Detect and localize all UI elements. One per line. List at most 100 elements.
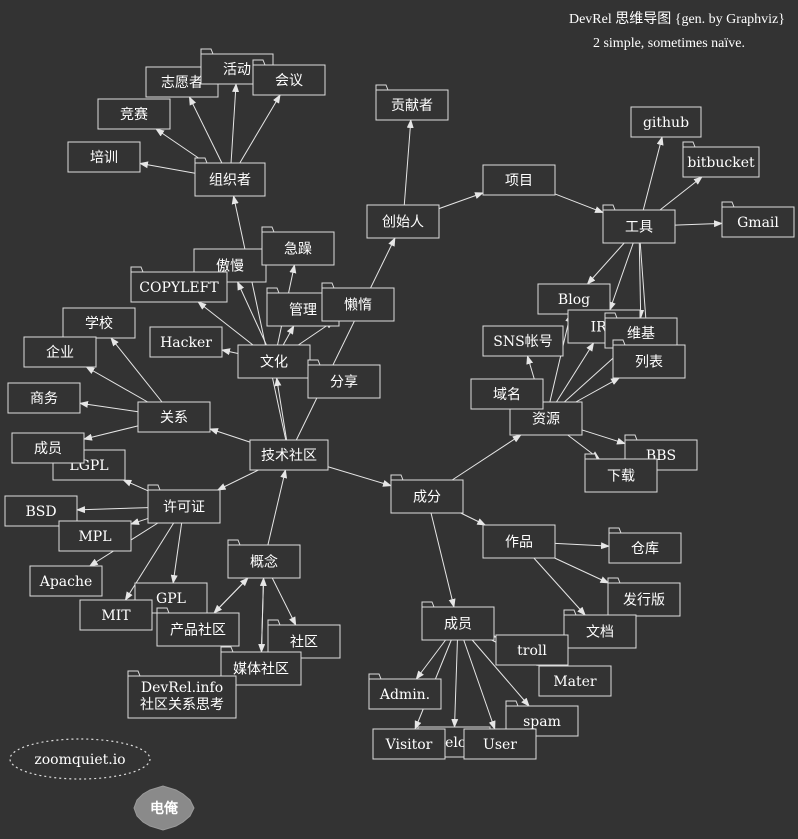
node-github[interactable]: github xyxy=(630,106,702,138)
edge-tools-to-gmail xyxy=(674,220,723,228)
edge-tech_community-to-culture xyxy=(274,377,288,441)
node-gmail[interactable]: Gmail xyxy=(721,201,795,238)
node-founder[interactable]: 创始人 xyxy=(366,204,440,239)
edge-tools-to-bitbucket xyxy=(659,176,703,211)
edge-license-to-mit xyxy=(124,522,175,601)
node-copyleft[interactable]: COPYLEFT xyxy=(130,266,228,303)
node-culture[interactable]: 文化 xyxy=(237,344,311,379)
node-contest[interactable]: 竞赛 xyxy=(97,98,171,130)
node-troll[interactable]: troll xyxy=(495,634,569,666)
node-box xyxy=(463,728,537,760)
node-download[interactable]: 下载 xyxy=(584,453,658,493)
node-label: SNS帐号 xyxy=(493,334,552,350)
edge-relation-to-school xyxy=(110,337,163,403)
edge-culture-to-manage xyxy=(282,325,295,346)
edge-tech_community-to-component xyxy=(327,466,392,487)
node-lazy[interactable]: 懒惰 xyxy=(321,282,395,322)
node-works[interactable]: 作品 xyxy=(482,524,556,559)
edge-organizer-to-training xyxy=(139,161,196,174)
node-hacker[interactable]: Hacker xyxy=(149,326,223,358)
node-contributor[interactable]: 贡献者 xyxy=(375,84,449,121)
edge-organizer-to-activity xyxy=(230,83,240,164)
edge-relation-to-enterprise xyxy=(85,366,148,403)
node-label: bitbucket xyxy=(687,155,755,171)
node-project[interactable]: 项目 xyxy=(482,164,556,196)
node-box xyxy=(495,634,569,666)
edge-license-to-gpl xyxy=(170,522,183,584)
node-box xyxy=(321,287,395,322)
folder-tab-icon xyxy=(130,266,144,273)
node-apache[interactable]: Apache xyxy=(29,565,103,597)
node-box xyxy=(482,524,556,559)
node-box xyxy=(584,458,658,493)
node-label: 仓库 xyxy=(631,541,659,557)
folder-tab-icon xyxy=(368,673,382,680)
node-bitbucket[interactable]: bitbucket xyxy=(682,141,760,178)
node-enterprise[interactable]: 企业 xyxy=(23,336,97,368)
node-box xyxy=(630,106,702,138)
gear-icon xyxy=(133,785,195,831)
edge-members-to-spam xyxy=(471,639,530,707)
title-line-2: 2 simple, sometimes naïve. xyxy=(593,36,745,51)
node-box xyxy=(67,141,141,173)
node-label: 培训 xyxy=(90,150,118,166)
dianyan-gear-badge[interactable]: 电俺 xyxy=(133,785,195,831)
node-training[interactable]: 培训 xyxy=(67,141,141,173)
node-documentation[interactable]: 文档 xyxy=(563,609,637,649)
node-label: 竞赛 xyxy=(120,106,148,123)
node-distribution[interactable]: 发行版 xyxy=(607,577,681,617)
node-mailing-list[interactable]: 列表 xyxy=(612,339,686,379)
node-admin[interactable]: Admin. xyxy=(368,673,442,710)
node-impatient[interactable]: 急躁 xyxy=(261,226,335,266)
folder-tab-icon xyxy=(584,453,598,460)
node-label: 下载 xyxy=(607,469,635,485)
node-members[interactable]: 成员 xyxy=(421,601,495,641)
node-relation[interactable]: 关系 xyxy=(137,401,211,433)
node-share[interactable]: 分享 xyxy=(307,359,381,399)
node-user[interactable]: User xyxy=(463,728,537,760)
edge-tools-to-blog xyxy=(586,242,625,285)
node-box xyxy=(682,146,760,178)
node-meeting[interactable]: 会议 xyxy=(252,59,326,96)
node-organizer[interactable]: 组织者 xyxy=(194,157,266,197)
node-mit[interactable]: MIT xyxy=(79,599,153,631)
node-tools[interactable]: 工具 xyxy=(602,204,676,244)
edge-members-to-admin xyxy=(415,639,446,680)
folder-tab-icon xyxy=(127,670,141,677)
node-repository[interactable]: 仓库 xyxy=(608,527,682,564)
node-mpl[interactable]: MPL xyxy=(58,520,132,552)
zoomquiet-label: zoomquiet.io xyxy=(34,752,125,768)
folder-tab-icon xyxy=(375,84,389,91)
node-mater[interactable]: Mater xyxy=(538,665,612,697)
node-blog[interactable]: Blog xyxy=(537,283,611,315)
node-sns[interactable]: SNS帐号 xyxy=(482,325,564,357)
node-business[interactable]: 商务 xyxy=(7,382,81,414)
node-license[interactable]: 许可证 xyxy=(147,484,221,524)
node-box xyxy=(149,326,223,358)
folder-tab-icon xyxy=(624,434,638,441)
node-label: 傲慢 xyxy=(216,258,244,275)
node-product-community[interactable]: 产品社区 xyxy=(156,607,240,647)
edge-culture-to-arrogant xyxy=(237,281,267,346)
zoomquiet-badge[interactable]: zoomquiet.io xyxy=(9,738,151,780)
node-label: Admin. xyxy=(379,687,430,703)
node-box xyxy=(307,364,381,399)
node-label: User xyxy=(483,737,517,753)
node-component[interactable]: 成分 xyxy=(390,474,464,514)
node-member-rel[interactable]: 成员 xyxy=(11,432,85,464)
node-label: 资源 xyxy=(532,412,560,428)
folder-tab-icon xyxy=(220,646,234,653)
node-box xyxy=(249,439,329,471)
edge-members-to-developer xyxy=(451,639,459,728)
node-visitor[interactable]: Visitor xyxy=(372,728,446,760)
node-box xyxy=(602,209,676,244)
node-label: 组织者 xyxy=(209,173,251,189)
node-tech-community[interactable]: 技术社区 xyxy=(249,439,329,471)
edge-concept-to-tech_community xyxy=(267,469,288,546)
node-domain-name[interactable]: 域名 xyxy=(470,378,544,410)
node-concept[interactable]: 概念 xyxy=(227,539,301,579)
node-school[interactable]: 学校 xyxy=(62,307,136,339)
devrel-info-label: 社区关系思考 xyxy=(140,697,224,713)
node-label: Hacker xyxy=(160,335,212,351)
